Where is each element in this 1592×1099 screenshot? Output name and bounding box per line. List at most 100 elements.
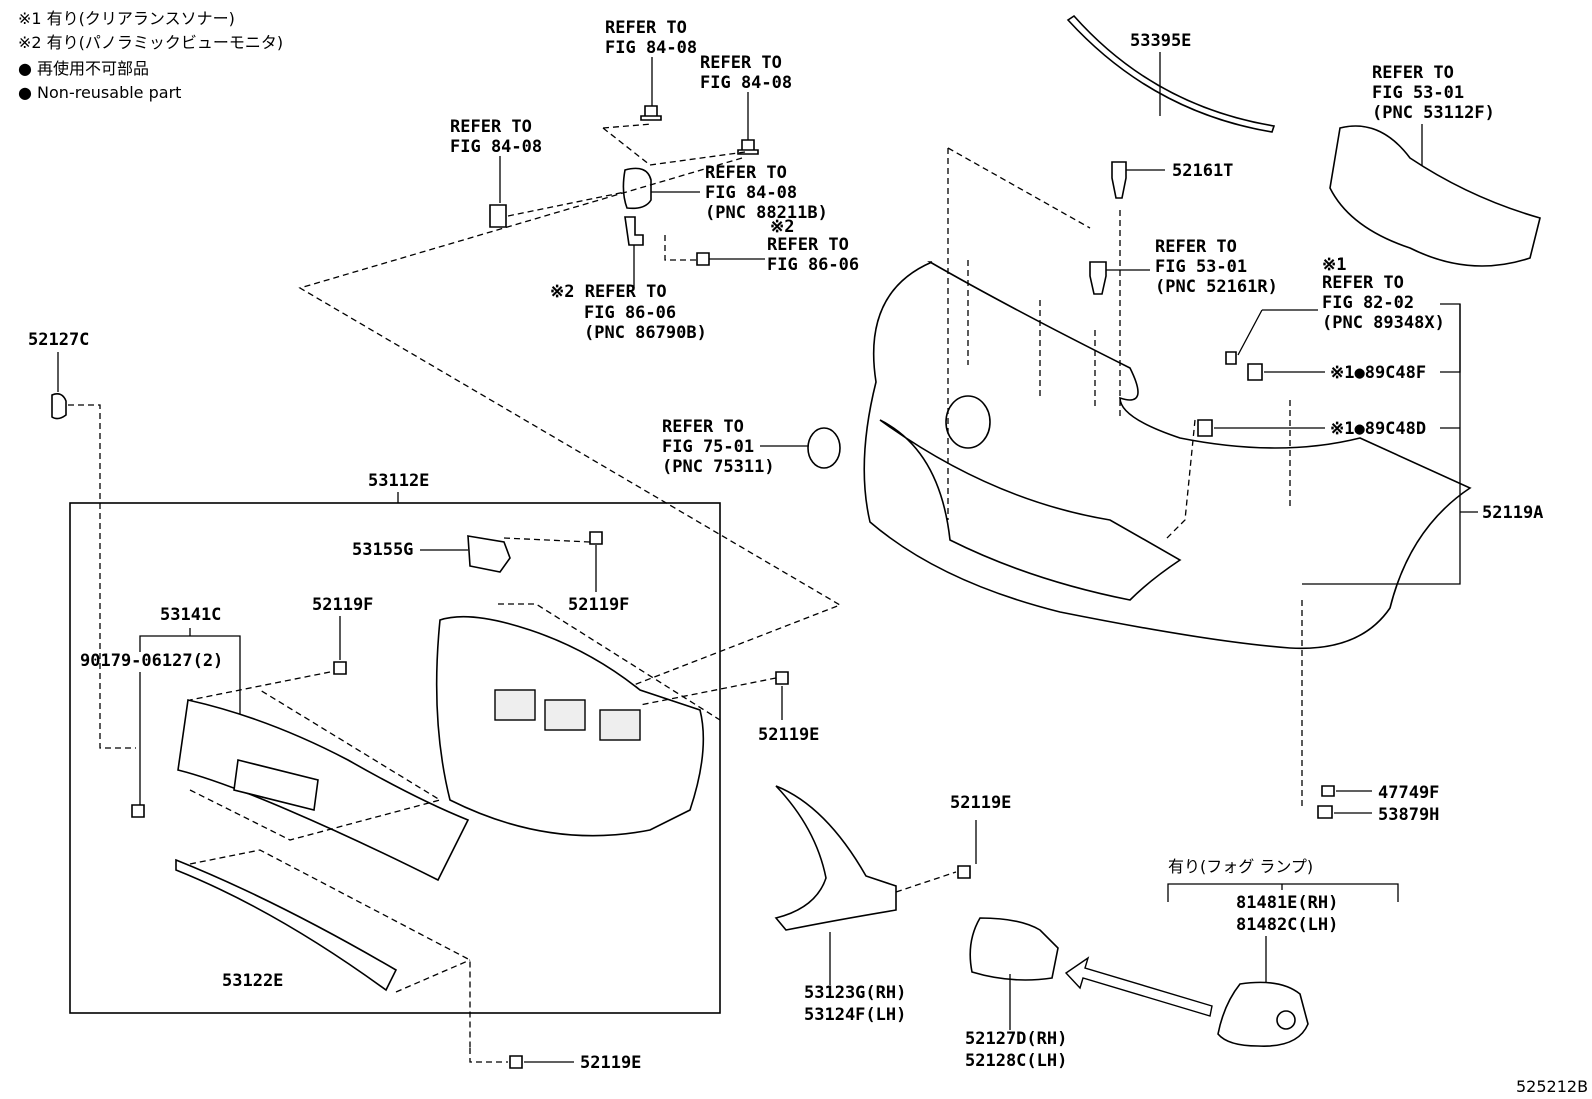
emblem-icon — [807, 427, 841, 469]
refer-label-82-02-1: REFER TO — [1322, 273, 1404, 293]
side-molding — [774, 785, 897, 931]
sensor-icon — [1225, 351, 1237, 365]
molding-strip — [1066, 14, 1276, 133]
grille-assembly-box: 53112E 53155G 52119F 52119F 53141C 90179… — [69, 471, 721, 1048]
holder-icon — [1247, 363, 1263, 381]
part-label-53124F: 53124F(LH) — [804, 1005, 906, 1025]
legend-note-3: ● 再使用不可部品 — [18, 59, 149, 78]
sensor-bracket-group: REFER TO FIG 84-08 REFER TO FIG 84-08 RE… — [450, 18, 859, 343]
bracket-icon — [489, 204, 507, 228]
part-label-52161T: 52161T — [1172, 161, 1233, 181]
cap-icon — [467, 535, 511, 573]
fog-note: 有り(フォグ ランプ) — [1168, 857, 1313, 876]
part-label-52119F-a: 52119F — [312, 595, 373, 615]
assembly-guide — [298, 157, 842, 734]
part-label-52119F-b: 52119F — [568, 595, 629, 615]
sensor-holders: ※1●89C48F ※1●89C48D 52119A — [1197, 303, 1543, 585]
part-label-47749F: 47749F — [1378, 783, 1439, 803]
clip-icon — [333, 661, 347, 675]
clip-icon — [957, 865, 971, 879]
grille-opening — [879, 419, 1182, 601]
refer-label-53-01-a1: REFER TO — [1372, 63, 1454, 83]
refer-label-86-06-a1: REFER TO — [767, 235, 849, 255]
refer-label-75-01-1: REFER TO — [662, 417, 744, 437]
clip-icon — [1111, 161, 1127, 199]
refer-label-84-08-c1: REFER TO — [450, 117, 532, 137]
refer-label-84-08-d3: (PNC 88211B) — [705, 203, 828, 223]
refer-label-84-08-b1: REFER TO — [700, 53, 782, 73]
part-53123G: 53123G(RH) 53124F(LH) 52119E — [774, 785, 1011, 1025]
part-label-52128C: 52128C(LH) — [965, 1051, 1067, 1071]
clip-icon — [1317, 805, 1333, 819]
refer-label-53-01-b1: REFER TO — [1155, 237, 1237, 257]
front-bumper — [863, 147, 1472, 810]
part-52119E-a: 52119E — [639, 671, 819, 745]
legend-note-4: ● Non-reusable part — [18, 83, 181, 102]
refer-label-82-02-3: (PNC 89348X) — [1322, 313, 1445, 333]
legend-note-2: ※2 有り(パノラミックビューモニタ) — [18, 33, 283, 52]
clip-icon — [640, 105, 662, 121]
refer-label-75-01-3: (PNC 75311) — [662, 457, 775, 477]
refer-label-82-02-2: FIG 82-02 — [1322, 293, 1414, 313]
part-label-81482C: 81482C(LH) — [1236, 915, 1338, 935]
part-label-52119A: 52119A — [1482, 503, 1543, 523]
arrow-icon — [1064, 956, 1213, 1017]
refer-label-53-01-a2: FIG 53-01 — [1372, 83, 1464, 103]
refer-label-84-08-c2: FIG 84-08 — [450, 137, 542, 157]
grille-opening — [544, 699, 586, 731]
part-label-53155G: 53155G — [352, 540, 413, 560]
part-label-90179: 90179-06127(2) — [80, 651, 223, 671]
sensor-callout-82-02: ※1 REFER TO FIG 82-02 (PNC 89348X) — [1225, 255, 1445, 365]
lower-grille-molding — [175, 858, 398, 992]
part-label-53112E: 53112E — [368, 471, 429, 491]
legend: ※1 有り(クリアランスソナー) ※2 有り(パノラミックビューモニタ) ● 再… — [18, 9, 283, 102]
grille-callout-53-01: REFER TO FIG 53-01 (PNC 53112F) — [1329, 63, 1541, 267]
legend-note-1: ※1 有り(クリアランスソナー) — [18, 9, 235, 28]
part-label-52119E-b: 52119E — [950, 793, 1011, 813]
refer-label-86-06-a0: ※2 — [770, 217, 794, 237]
refer-label-82-02-0: ※1 — [1322, 255, 1346, 275]
refer-label-86-06-b3: (PNC 86790B) — [584, 323, 707, 343]
refer-label-53-01-b3: (PNC 52161R) — [1155, 277, 1278, 297]
fog-lamp-body — [1217, 981, 1309, 1047]
lens-icon — [1276, 1010, 1296, 1030]
fog-cover — [969, 917, 1059, 981]
part-52161T: 52161T — [1111, 161, 1233, 199]
part-label-53879H: 53879H — [1378, 805, 1439, 825]
part-label-52127C: 52127C — [28, 330, 89, 350]
clip-icon — [737, 139, 759, 155]
grille-opening — [494, 689, 536, 721]
refer-label-53-01-b2: FIG 53-01 — [1155, 257, 1247, 277]
sensor-icon — [622, 167, 652, 210]
part-label-53123G: 53123G(RH) — [804, 983, 906, 1003]
part-52127C: 52127C — [28, 330, 136, 749]
part-label-89C48F: ※1●89C48F — [1330, 363, 1426, 383]
refer-label-86-06-b1: ※2 REFER TO — [550, 282, 667, 302]
bottom-fasteners: 47749F 53879H — [1317, 783, 1439, 825]
refer-label-84-08-a2: FIG 84-08 — [605, 38, 697, 58]
plate-icon — [233, 759, 319, 811]
lower-grille-icon — [1329, 125, 1541, 267]
bracket-icon — [624, 216, 644, 246]
part-label-52127D: 52127D(RH) — [965, 1029, 1067, 1049]
refer-label-84-08-d1: REFER TO — [705, 163, 787, 183]
refer-label-86-06-b2: FIG 86-06 — [584, 303, 676, 323]
clip-icon — [1321, 785, 1335, 797]
part-label-52119E-a: 52119E — [758, 725, 819, 745]
clip-icon — [696, 252, 710, 266]
clip-callout-53-01: REFER TO FIG 53-01 (PNC 52161R) — [1089, 237, 1278, 297]
refer-label-84-08-d2: FIG 84-08 — [705, 183, 797, 203]
clip-icon — [1089, 261, 1107, 295]
clip-icon — [775, 671, 789, 685]
part-53395E: 53395E — [1066, 14, 1276, 133]
fog-lamp: 有り(フォグ ランプ) 81481E(RH) 81482C(LH) — [1167, 857, 1399, 1047]
refer-label-53-01-a3: (PNC 53112F) — [1372, 103, 1495, 123]
part-label-53395E: 53395E — [1130, 31, 1191, 51]
emblem-mount-icon — [945, 395, 991, 449]
grille-opening — [599, 709, 641, 741]
refer-label-75-01-2: FIG 75-01 — [662, 437, 754, 457]
figure-id: 525212B — [1516, 1077, 1588, 1096]
part-label-53122E: 53122E — [222, 971, 283, 991]
part-52119E-c: 52119E — [469, 1048, 641, 1073]
